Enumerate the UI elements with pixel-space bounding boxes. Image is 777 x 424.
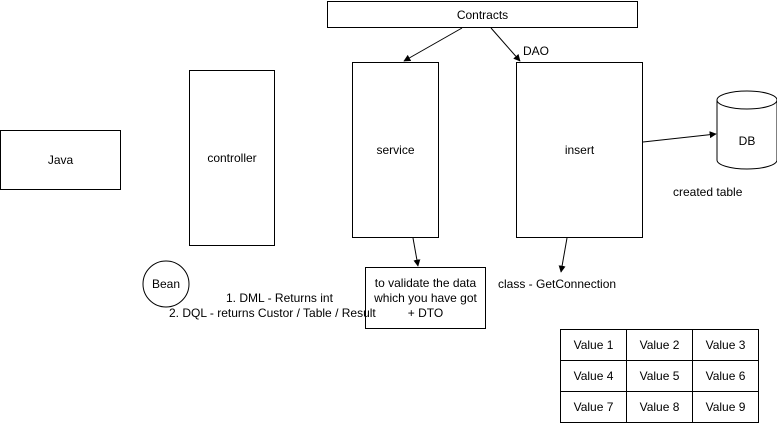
dml-label: 1. DML - Returns int bbox=[226, 291, 333, 305]
table-row: Value 7 Value 8 Value 9 bbox=[560, 391, 759, 423]
bean-circle bbox=[142, 260, 190, 308]
contracts-label: Contracts bbox=[456, 7, 509, 22]
table-row: Value 1 Value 2 Value 3 bbox=[560, 329, 759, 361]
insert-box: insert bbox=[516, 62, 643, 238]
db-label: DB bbox=[738, 134, 756, 148]
table-cell: Value 1 bbox=[560, 329, 627, 361]
service-label: service bbox=[376, 143, 415, 157]
bean-label: Bean bbox=[151, 277, 181, 291]
dao-label: DAO bbox=[523, 44, 550, 58]
table-row: Value 4 Value 5 Value 6 bbox=[560, 360, 759, 392]
insert-label: insert bbox=[564, 143, 595, 157]
table-cell: Value 8 bbox=[626, 391, 693, 423]
table-cell: Value 6 bbox=[692, 360, 759, 392]
java-box: Java bbox=[0, 130, 121, 190]
get-connection-label: class - GetConnection bbox=[498, 277, 617, 291]
edge-insert-db bbox=[642, 131, 717, 143]
edge-insert-getconnection bbox=[558, 237, 568, 273]
dql-label: 2. DQL - returns Custor / Table / Result bbox=[169, 306, 376, 320]
created-table-label: created table bbox=[673, 185, 743, 199]
service-box: service bbox=[352, 62, 439, 238]
table-cell: Value 3 bbox=[692, 329, 759, 361]
table-cell: Value 2 bbox=[626, 329, 693, 361]
controller-box: controller bbox=[189, 70, 275, 246]
edge-service-validate bbox=[412, 237, 421, 267]
validate-label: to validate the data which you have got … bbox=[374, 275, 477, 320]
table-cell: Value 5 bbox=[626, 360, 693, 392]
table-cell: Value 4 bbox=[560, 360, 627, 392]
table-cell: Value 7 bbox=[560, 391, 627, 423]
edge-contracts-service bbox=[403, 27, 463, 62]
edge-contracts-insert bbox=[490, 27, 521, 62]
value-table: Value 1 Value 2 Value 3 Value 4 Value 5 … bbox=[560, 329, 759, 423]
db-cylinder bbox=[716, 90, 777, 170]
java-label: Java bbox=[47, 153, 74, 167]
validate-box: to validate the data which you have got … bbox=[365, 267, 486, 329]
controller-label: controller bbox=[207, 151, 257, 165]
table-cell: Value 9 bbox=[692, 391, 759, 423]
contracts-box: Contracts bbox=[327, 1, 638, 28]
